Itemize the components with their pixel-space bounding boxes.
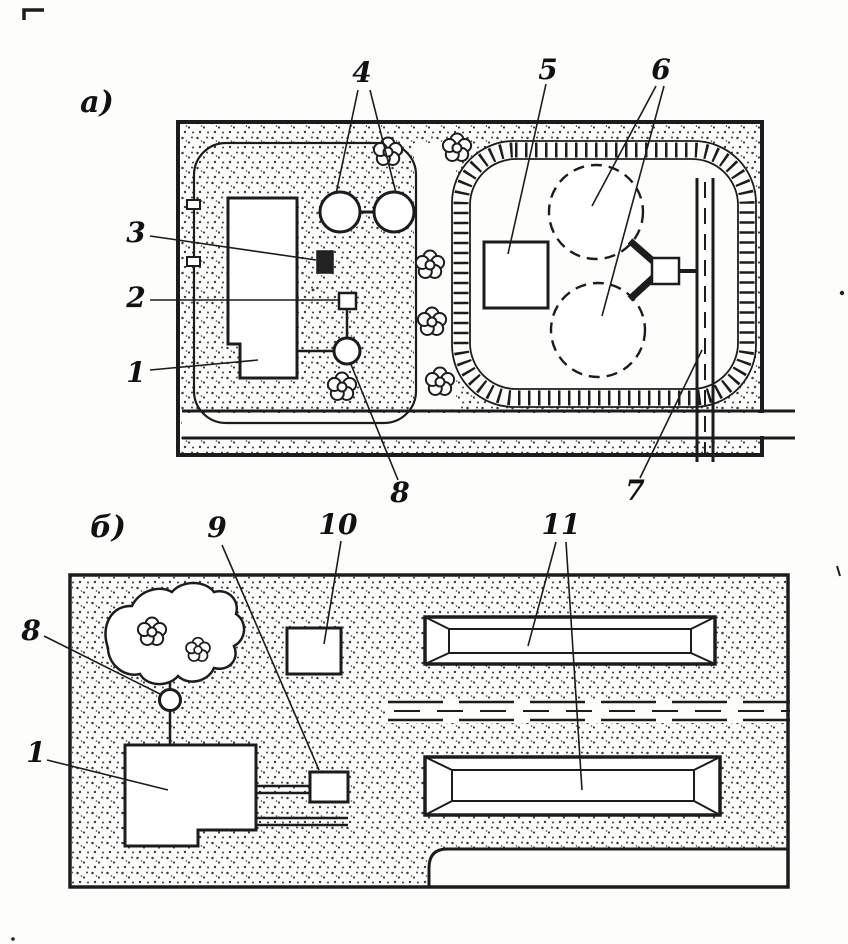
- callout-b-1: 1: [26, 736, 45, 769]
- callout-a-6: 6: [651, 53, 670, 86]
- pipes-b: [256, 784, 348, 827]
- building-1-a: [226, 196, 299, 380]
- callout-a-3: 3: [126, 216, 145, 249]
- circles-6: [547, 163, 647, 379]
- scan-artifacts: [11, 8, 845, 941]
- callout-b-10: 10: [319, 508, 358, 541]
- block-3: [316, 250, 334, 274]
- garden-zone-outline: [192, 141, 418, 425]
- pump-box-9: [308, 770, 350, 804]
- road-a: [182, 409, 795, 440]
- bed-11-upper: [423, 615, 717, 666]
- tree-b: [104, 581, 246, 686]
- arrow-junction: [627, 238, 698, 302]
- callout-a-5: 5: [538, 53, 557, 86]
- callout-a-2: 2: [125, 281, 145, 314]
- gate-mark-bottom: [186, 256, 201, 267]
- panel-a-label: а): [80, 85, 114, 120]
- tanks-4: [318, 190, 416, 234]
- panel-b: б) 9 10 11 8 1: [20, 508, 790, 889]
- callout-b-9: 9: [207, 511, 226, 544]
- gate-mark-top: [186, 199, 201, 210]
- panel-a: а) 4 5 6 3 2 1 8 7: [80, 53, 795, 509]
- bed-11-lower: [423, 755, 722, 817]
- well-8-b: [158, 682, 182, 748]
- site-boundary-b: [68, 573, 790, 889]
- callout-a-1: 1: [126, 356, 145, 389]
- well-8-a: [297, 336, 362, 366]
- road-b: [388, 700, 790, 722]
- bottom-band: [428, 850, 786, 884]
- callout-b-8: 8: [20, 614, 40, 647]
- leaders-a: [149, 83, 703, 481]
- building-1-b: [123, 743, 258, 848]
- panel-b-label: б): [90, 510, 126, 545]
- hatched-enclosure: [451, 140, 757, 408]
- callout-a-8: 8: [389, 476, 409, 509]
- building-5: [482, 240, 550, 310]
- callout-b-11: 11: [542, 508, 581, 541]
- site-boundary-a: [176, 120, 764, 457]
- callout-a-4: 4: [352, 56, 371, 89]
- bottom-band-border: [427, 847, 787, 886]
- leaders-b: [43, 540, 583, 791]
- callout-a-7: 7: [625, 474, 645, 507]
- rails-7: [695, 178, 715, 462]
- fixture-2: [337, 291, 358, 338]
- shed-10: [285, 626, 343, 676]
